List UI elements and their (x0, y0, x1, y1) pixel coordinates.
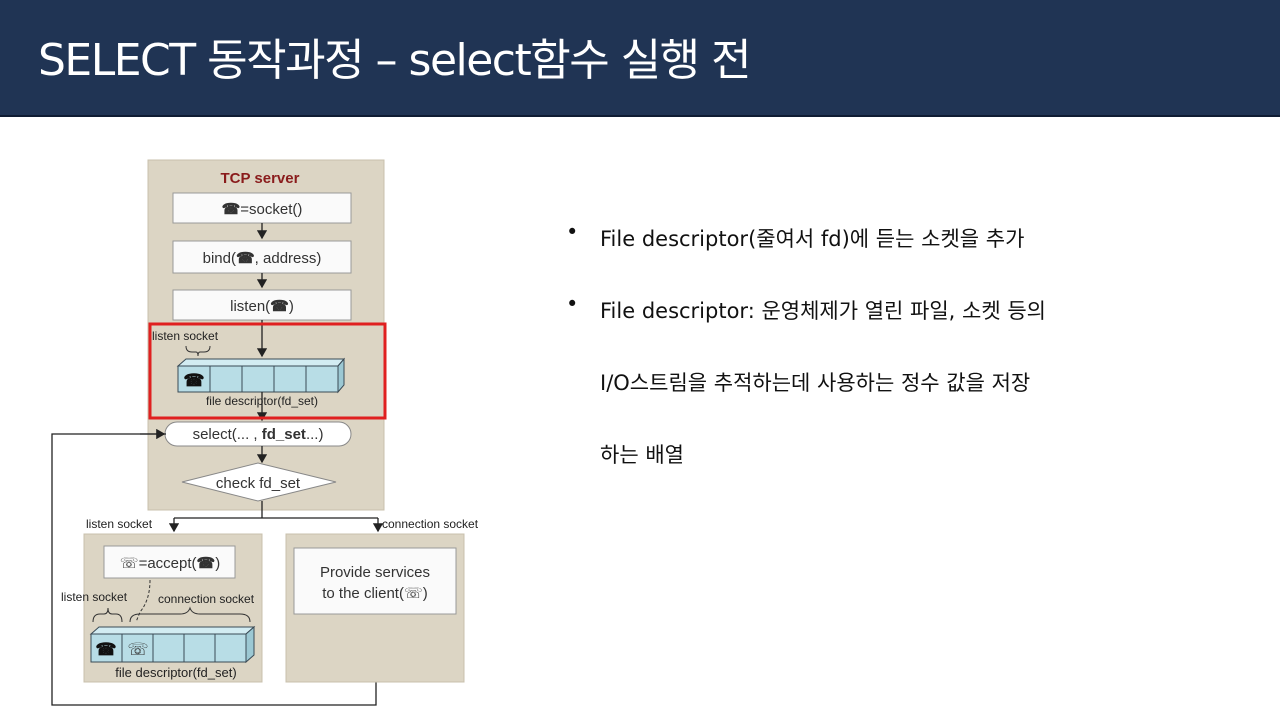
phone-icon: ☎ (197, 555, 216, 572)
bullet-item: • File descriptor(줄여서 fd)에 듣는 소켓을 추가 (566, 220, 1206, 292)
fd-set-array-top (176, 357, 346, 394)
provide-services-box (293, 547, 457, 615)
phone-icon: ☎ (183, 371, 204, 390)
bullet-text-continued: I/O스트림을 추적하는데 사용하는 정수 값을 저장 (600, 371, 1031, 395)
phone-outline-icon: ☏ (127, 640, 148, 659)
phone-icon: ☎ (270, 298, 289, 315)
slide-title: SELECT 동작과정 – select함수 실행 전 (38, 35, 752, 86)
fd-set-array-bottom (89, 625, 256, 664)
phone-outline-icon: ☏ (120, 555, 139, 572)
check-fd-set-diamond (181, 462, 337, 502)
bullet-marker: • (566, 292, 579, 316)
phone-outline-icon: ☏ (404, 585, 423, 602)
bullet-item: • File descriptor: 운영체제가 열린 파일, 소켓 등의 I/… (566, 292, 1206, 508)
title-bar: SELECT 동작과정 – select함수 실행 전 (0, 0, 1280, 117)
bind-call-label: bind(☎, address) (203, 250, 322, 267)
phone-icon: ☎ (236, 250, 255, 267)
accept-call-label: ☏=accept(☎) (120, 555, 220, 572)
branch-label-connection: connection socket (382, 517, 479, 531)
highlight-box (148, 322, 387, 420)
bullet-text: File descriptor(줄여서 fd)에 듣는 소켓을 추가 (600, 227, 1025, 251)
provide-services-line2: to the client(☏) (322, 585, 427, 602)
phone-icon: ☎ (95, 640, 116, 659)
listen-socket-label-bottom: listen socket (61, 590, 128, 604)
listen-call-label: listen(☎) (230, 298, 294, 315)
phone-icon: ☎ (222, 201, 241, 218)
accept-call-box (103, 545, 236, 579)
socket-call-box (172, 192, 352, 224)
fd-set-label-bottom: file descriptor(fd_set) (115, 665, 236, 680)
select-flow-diagram: TCP server ☎=socket() bind(☎, address) l… (51, 159, 479, 706)
bullet-marker: • (566, 220, 579, 244)
check-fd-set-label: check fd_set (216, 475, 301, 492)
select-call-label: select(... , fd_set...) (193, 426, 324, 443)
listen-call-box (172, 289, 352, 321)
branch-label-listen: listen socket (86, 517, 153, 531)
bullet-text-continued: 하는 배열 (600, 443, 684, 467)
tcp-server-title: TCP server (221, 170, 300, 187)
socket-call-label: ☎=socket() (222, 201, 303, 218)
bullet-list: • File descriptor(줄여서 fd)에 듣는 소켓을 추가 • F… (566, 220, 1206, 508)
listen-socket-label-top: listen socket (152, 329, 219, 343)
bullet-text: File descriptor: 운영체제가 열린 파일, 소켓 등의 (600, 299, 1046, 323)
connection-socket-label-bottom: connection socket (158, 592, 255, 606)
provide-services-line1: Provide services (320, 564, 430, 581)
